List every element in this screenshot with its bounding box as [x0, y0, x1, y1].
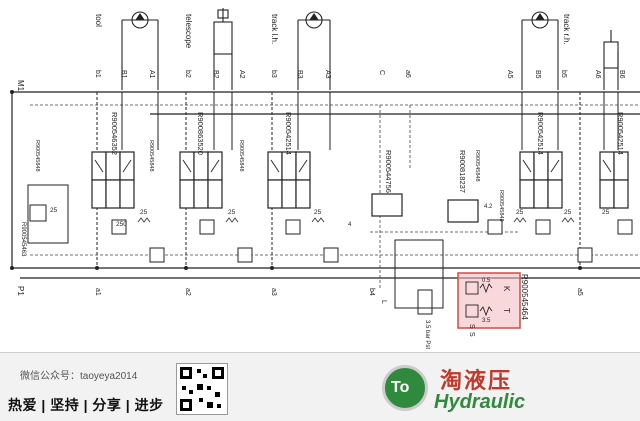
- port-A6: A6: [594, 70, 601, 79]
- port-A5: A5: [506, 70, 513, 79]
- valve-6: [519, 151, 563, 209]
- pressure-main: 250: [116, 221, 127, 228]
- top-port-labels: b1 B1 A1 b2 B2 A2 b3 B3 A3 C a6 A5 B5 b5…: [94, 70, 625, 79]
- relief-code: R900545463: [20, 222, 26, 257]
- port-B1: B1: [120, 70, 127, 79]
- port-a3: a3: [270, 288, 277, 296]
- valve-5: [447, 199, 479, 223]
- motor-tool: [121, 11, 159, 90]
- hydraulic-schematic: tool telescope track l.h. track r.h. M1 …: [10, 8, 640, 350]
- springs: [137, 217, 575, 223]
- small-code-4: R900545848: [474, 150, 480, 182]
- valve-1: [91, 151, 135, 209]
- small-code-labels: R900545848 R900545848 R900545848 R900545…: [34, 140, 504, 222]
- port-A3: A3: [324, 70, 331, 79]
- pressure-p6: 25: [602, 209, 610, 216]
- port-C: C: [378, 70, 385, 75]
- valve-code-3: R900542514: [284, 112, 293, 155]
- label-telescope: telescope: [184, 14, 193, 49]
- small-code-1: R900545848: [34, 140, 40, 172]
- valve-code-4: R900544756: [384, 150, 393, 193]
- brand-name-en: Hydraulic: [434, 391, 526, 413]
- port-L: L: [380, 300, 387, 304]
- port-S: S: [468, 332, 475, 337]
- highlight-v1: 0.5: [482, 278, 491, 284]
- valve-code-1: R900546352: [110, 112, 119, 155]
- valve-3: [267, 151, 311, 209]
- valve-code-2: R900863520: [196, 112, 205, 155]
- valve-code-5: R900818237: [458, 150, 467, 193]
- pressure-p2: 25: [228, 209, 236, 216]
- valve-7: [599, 151, 629, 209]
- dim-2: 4.2: [484, 204, 493, 210]
- port-dots: [10, 90, 582, 270]
- port-a5: a5: [576, 288, 583, 296]
- label-tool: tool: [94, 14, 103, 27]
- highlight-code: R900545464: [520, 274, 529, 320]
- label-track-rh: track r.h.: [562, 14, 571, 45]
- small-code-5: R900545848: [498, 190, 504, 222]
- port-b4: b4: [368, 288, 375, 296]
- port-B6: B6: [618, 70, 625, 79]
- port-b2: b2: [184, 70, 191, 78]
- valve-4: [371, 193, 403, 217]
- motor-track-lh: [297, 11, 331, 90]
- pressure-p3: 25: [314, 209, 322, 216]
- circuit-boxes: [27, 184, 444, 309]
- port-a6: a6: [404, 70, 411, 78]
- port-b5: b5: [560, 70, 567, 78]
- valve-2: [179, 151, 223, 209]
- port-a1: a1: [94, 288, 101, 296]
- pressure-relief: 25: [50, 207, 58, 214]
- pressure-p5: 25: [564, 209, 572, 216]
- port-A2: A2: [238, 70, 245, 79]
- port-b3: b3: [270, 70, 277, 78]
- cylinder-telescope: [213, 8, 233, 90]
- note-pst: 3.5 bar Pst: [424, 320, 430, 349]
- port-B3: B3: [296, 70, 303, 79]
- pressure-p1: 25: [140, 209, 148, 216]
- dim-1: 4: [348, 222, 352, 228]
- label-p1: P1: [16, 286, 25, 296]
- pressure-p4: 25: [516, 209, 524, 216]
- qr-code: [176, 363, 228, 415]
- brand-logo-icon: To: [382, 365, 428, 411]
- valve-arrows: [94, 159, 612, 173]
- small-code-3: R900545848: [238, 140, 244, 172]
- highlight-v2: 3.5: [482, 318, 491, 324]
- slogan: 热爱 | 坚持 | 分享 | 进步: [8, 397, 164, 413]
- highlight-box: [457, 272, 521, 329]
- label-m1: M1: [16, 80, 25, 92]
- label-track-lh: track l.h.: [270, 14, 279, 44]
- bottom-port-labels: a1 a2 a3 b4 L S a5: [94, 288, 583, 337]
- highlight-s: S: [468, 324, 475, 329]
- wechat-id: 微信公众号：taoyeya2014: [20, 371, 138, 382]
- footer: 微信公众号：taoyeya2014 热爱 | 坚持 | 分享 | 进步 To 淘…: [0, 352, 640, 421]
- port-a2: a2: [184, 288, 191, 296]
- highlight-k: K: [502, 286, 511, 292]
- port-B2: B2: [212, 70, 219, 79]
- small-code-2: R900545848: [148, 140, 154, 172]
- valve-code-7: R900542514: [616, 112, 625, 155]
- pressure-labels: 250 25 25 25 25 25 25 25: [50, 207, 610, 228]
- valve-code-labels: R900546352 R900863520 R900542514 R900544…: [110, 112, 625, 193]
- brand-name-cn: 淘液压: [440, 368, 513, 394]
- motor-track-rh: [521, 11, 559, 90]
- valve-code-6: R900542514: [536, 112, 545, 155]
- highlight-t: T: [502, 308, 511, 313]
- port-A1: A1: [148, 70, 155, 79]
- cylinder-right: [603, 30, 619, 90]
- port-B5: B5: [534, 70, 541, 79]
- port-b1: b1: [94, 70, 101, 78]
